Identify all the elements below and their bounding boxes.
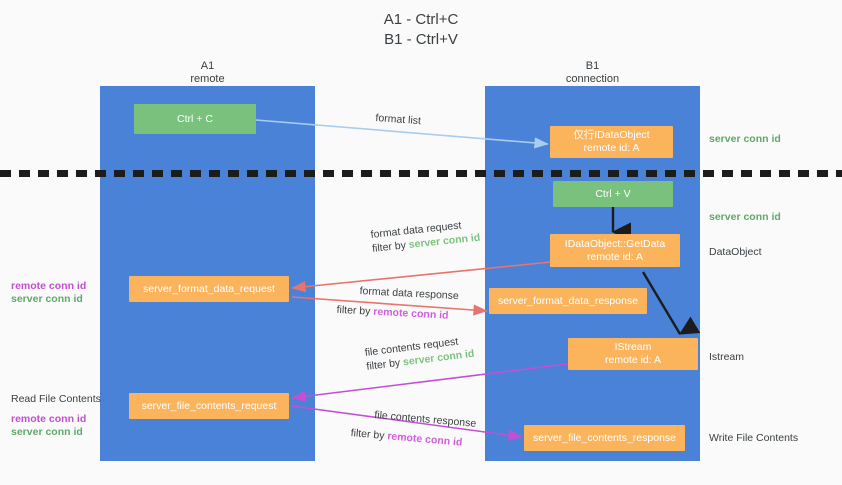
lane-header-a1: A1 remote — [100, 60, 315, 86]
filter-prefix: filter by — [350, 427, 388, 443]
node-idataobject-getdata-label1: IDataObject::GetData — [564, 237, 666, 250]
filter-prefix: filter by — [336, 303, 374, 318]
filter-prefix: filter by — [371, 239, 410, 255]
annot-istream: Istream — [709, 351, 745, 363]
annot-server-conn-id-second: server conn id — [709, 211, 781, 223]
node-idataobject-copy[interactable]: 仅行IDataObject remote id: A — [550, 126, 673, 158]
annot-server-conn-id-upper: server conn id — [11, 293, 83, 305]
node-server-format-data-response[interactable]: server_format_data_response — [489, 288, 647, 314]
page-title: A1 - Ctrl+C B1 - Ctrl+V — [0, 10, 842, 50]
node-ctrl-c-label: Ctrl + C — [177, 112, 213, 125]
annot-read-file-contents: Read File Contents — [11, 393, 101, 405]
node-istream[interactable]: IStream remote id: A — [568, 338, 698, 370]
edge-label-file-contents-response-filter: filter by remote conn id — [350, 426, 475, 451]
node-ctrl-v[interactable]: Ctrl + V — [553, 181, 673, 207]
annot-write-file-contents: Write File Contents — [709, 432, 799, 444]
node-server-file-contents-response[interactable]: server_file_contents_response — [524, 425, 685, 451]
lane-b1-sub: connection — [565, 73, 620, 85]
node-server-file-contents-request-label: server_file_contents_request — [141, 399, 277, 412]
node-server-format-data-response-label: server_format_data_response — [497, 294, 639, 307]
edge-label-format-data-request: format data request filter by server con… — [370, 217, 481, 256]
edge-label-file-contents-response: file contents response filter by remote … — [350, 408, 477, 451]
annot-dataobject: DataObject — [709, 246, 762, 258]
filter-prefix: filter by — [365, 356, 404, 373]
node-server-file-contents-request[interactable]: server_file_contents_request — [129, 393, 289, 419]
node-istream-label1: IStream — [614, 341, 652, 353]
title-line-1: A1 - Ctrl+C — [383, 11, 459, 28]
annot-remote-conn-id-upper: remote conn id — [11, 280, 87, 292]
node-server-format-data-request[interactable]: server_format_data_request — [129, 276, 289, 302]
lane-b1-name: B1 — [585, 60, 600, 72]
edge-label-format-data-response: format data response filter by remote co… — [336, 284, 460, 323]
edge-label-format-data-response-filter: filter by remote conn id — [336, 303, 458, 323]
annot-server-conn-id-top: server conn id — [709, 133, 781, 145]
edge-label-format-list: format list — [375, 111, 421, 128]
edge-label-file-contents-response-text: file contents response — [373, 408, 477, 430]
node-ctrl-v-label: Ctrl + V — [595, 187, 631, 200]
node-idataobject-copy-label2: remote id: A — [583, 142, 640, 154]
title-line-2: B1 - Ctrl+V — [384, 31, 458, 48]
lane-a1-sub: remote — [190, 73, 225, 85]
edge-label-file-contents-request: file contents request filter by server c… — [364, 333, 475, 374]
node-server-format-data-request-label: server_format_data_request — [143, 282, 275, 295]
node-idataobject-copy-label1: 仅行IDataObject — [573, 129, 650, 141]
annot-server-conn-id-lower: server conn id — [11, 426, 83, 438]
annot-remote-conn-id-lower: remote conn id — [11, 413, 87, 425]
filter-value-remote-conn-id: remote conn id — [386, 430, 463, 449]
edge-label-format-data-response-text: format data response — [359, 284, 460, 303]
lane-header-b1: B1 connection — [485, 60, 700, 86]
lane-a1-name: A1 — [200, 60, 215, 72]
node-idataobject-getdata-label2: remote id: A — [586, 250, 644, 263]
node-ctrl-c[interactable]: Ctrl + C — [134, 104, 256, 134]
filter-value-remote-conn-id: remote conn id — [373, 305, 449, 322]
node-server-file-contents-response-label: server_file_contents_response — [532, 431, 676, 444]
edge-label-format-list-text: format list — [375, 111, 422, 128]
node-idataobject-getdata[interactable]: IDataObject::GetData remote id: A — [550, 234, 680, 267]
phase-divider — [0, 170, 842, 177]
node-istream-label2: remote id: A — [604, 354, 662, 366]
